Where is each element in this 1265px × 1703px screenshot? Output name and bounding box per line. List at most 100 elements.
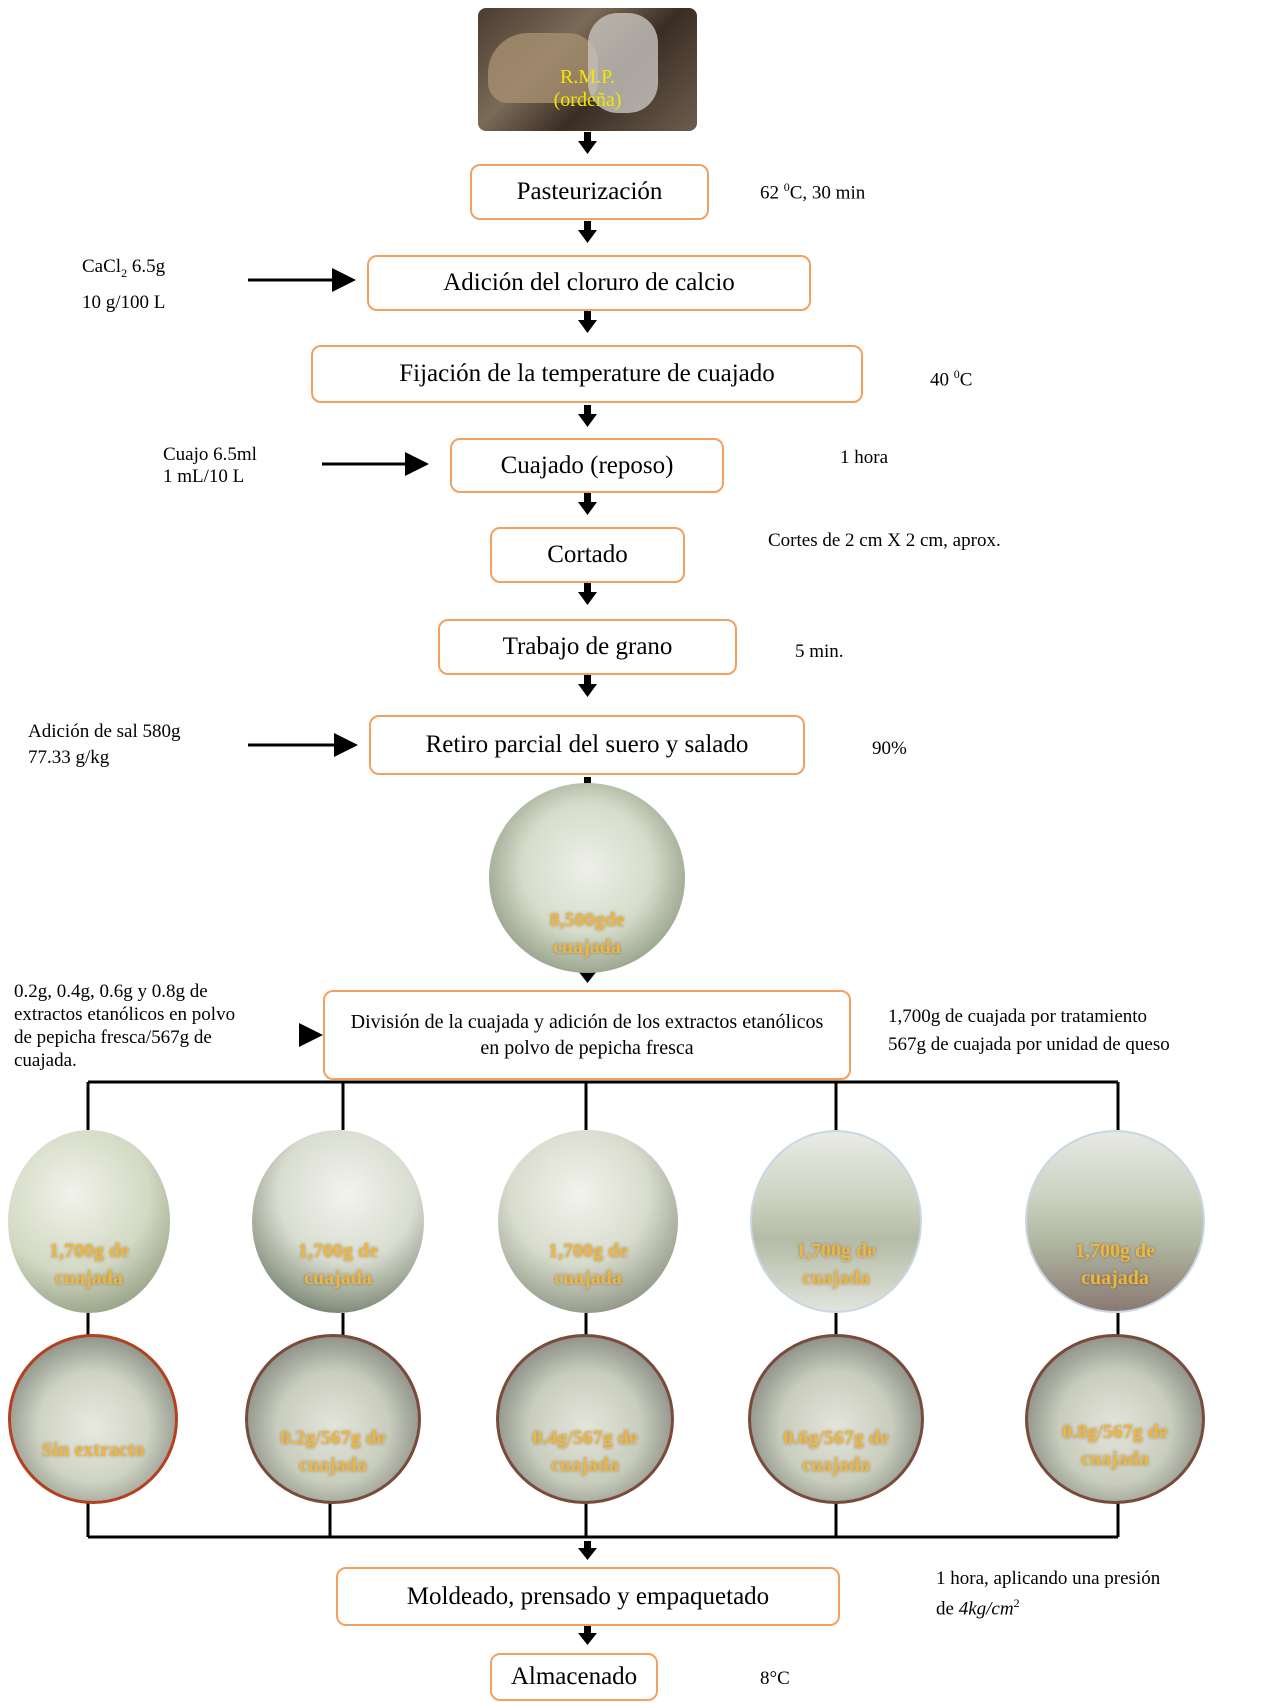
branch-curd-photo: 1,700g de cuajada [252, 1130, 424, 1313]
source-label-line1: R.M.P. [478, 66, 697, 89]
branch-curd-label: 1,700g de cuajada [752, 1238, 920, 1292]
down-arrow [584, 583, 591, 593]
cheese-photo: 0.8g/567g de cuajada [1025, 1334, 1205, 1504]
note-division: 1,700g de cuajada por tratamiento 567g d… [888, 1005, 1170, 1057]
curd-total-line1: 8,500gde [489, 907, 685, 934]
note-line: 77.33 g/kg [28, 745, 181, 771]
note-line: Adición de sal 580g [28, 719, 181, 745]
branch-curd-line1: 1,700g de [252, 1238, 424, 1265]
note-line: 0.2g, 0.4g, 0.6g y 0.8g de [14, 980, 235, 1003]
pressure-prefix: de [936, 1598, 959, 1619]
note-pasteurizacion: 62 0C, 30 min [760, 175, 865, 205]
down-arrow [578, 141, 597, 154]
cheese-line2: cuajada [499, 1452, 671, 1479]
source-label: R.M.P. (ordeña) [478, 66, 697, 112]
branch-curd-line2: cuajada [1027, 1265, 1203, 1292]
note-extractos: 0.2g, 0.4g, 0.6g y 0.8g de extractos eta… [14, 980, 235, 1072]
down-arrow [584, 221, 591, 231]
note-line: 1 mL/10 L [163, 466, 257, 488]
step-cortado: Cortado [490, 527, 685, 583]
note-temp-value: 40 [930, 369, 949, 390]
cacl-formula: CaCl [82, 256, 121, 277]
note-almacenado: 8°C [760, 1667, 790, 1691]
step-label: Cortado [547, 541, 628, 569]
branch-curd-line1: 1,700g de [498, 1238, 678, 1265]
step-moldeado: Moldeado, prensado y empaquetado [336, 1567, 840, 1626]
step-cloruro: Adición del cloruro de calcio [367, 255, 811, 311]
note-temperatura: 40 0C [930, 362, 972, 392]
cheese-photo: 0.2g/567g de cuajada [245, 1334, 421, 1504]
down-arrow [578, 1548, 597, 1560]
down-arrow [584, 493, 591, 503]
branch-curd-photo: 1,700g de cuajada [1025, 1130, 1205, 1313]
milking-photo: R.M.P. (ordeña) [478, 8, 697, 131]
step-grano: Trabajo de grano [438, 619, 737, 675]
down-arrow [578, 684, 597, 697]
note-temp-value: 62 [760, 182, 779, 203]
branch-curd-line2: cuajada [252, 1265, 424, 1292]
branch-curd-photo: 1,700g de cuajada [8, 1130, 170, 1313]
step-label: Fijación de la temperature de cuajado [399, 360, 775, 388]
down-arrow [578, 502, 597, 515]
cheese-line2: cuajada [248, 1452, 418, 1479]
cheese-label: 0.2g/567g de cuajada [248, 1425, 418, 1479]
cheese-line1: 0.4g/567g de [499, 1425, 671, 1452]
down-arrow [584, 405, 591, 415]
cheese-label: Sin extracto [11, 1437, 175, 1464]
pressure-sup: 2 [1014, 1596, 1020, 1610]
step-label: Pasteurización [517, 178, 663, 206]
curd-total-photo: 8,500gde cuajada [489, 783, 685, 973]
branch-curd-line1: 1,700g de [752, 1238, 920, 1265]
note-line: cuajada. [14, 1049, 235, 1072]
cheese-label: 0.4g/567g de cuajada [499, 1425, 671, 1479]
step-pasteurizacion: Pasteurización [470, 164, 709, 220]
branch-curd-line1: 1,700g de [8, 1238, 170, 1265]
branch-curd-line2: cuajada [752, 1265, 920, 1292]
cheese-line1: 0.2g/567g de [248, 1425, 418, 1452]
down-arrow [578, 320, 597, 333]
down-arrow [578, 592, 597, 605]
note-retiro: 90% [872, 737, 907, 761]
down-arrow [584, 311, 591, 321]
step-label: Retiro parcial del suero y salado [426, 731, 749, 759]
note-cuajado: 1 hora [840, 446, 888, 470]
note-line-pressure: de 4kg/cm2 [936, 1591, 1160, 1621]
branch-curd-label: 1,700g de cuajada [252, 1238, 424, 1292]
note-cortado: Cortes de 2 cm X 2 cm, aprox. [768, 529, 1001, 553]
branch-curd-line2: cuajada [8, 1265, 170, 1292]
cheese-line2: cuajada [751, 1452, 921, 1479]
source-label-line2: (ordeña) [478, 89, 697, 112]
down-arrow [578, 414, 597, 427]
note-grano: 5 min. [795, 640, 844, 664]
note-moldeado: 1 hora, aplicando una presión de 4kg/cm2 [936, 1567, 1160, 1621]
step-label: Moldeado, prensado y empaquetado [407, 1583, 769, 1611]
down-arrow [584, 132, 591, 142]
cheese-label: 0.8g/567g de cuajada [1028, 1419, 1202, 1473]
branch-curd-photo: 1,700g de cuajada [498, 1130, 678, 1313]
note-line: 1,700g de cuajada por tratamiento [888, 1005, 1170, 1029]
note-line: CaCl2 6.5g [82, 252, 165, 288]
branch-curd-line2: cuajada [498, 1265, 678, 1292]
note-line: 567g de cuajada por unidad de queso [888, 1033, 1170, 1057]
pressure-math: 4kg/cm [959, 1598, 1014, 1619]
note-cuajo: Cuajo 6.5ml 1 mL/10 L [163, 444, 257, 488]
note-line: 1 hora, aplicando una presión [936, 1567, 1160, 1591]
step-label: Adición del cloruro de calcio [443, 269, 735, 297]
cheese-line1: Sin extracto [11, 1437, 175, 1464]
step-division: División de la cuajada y adición de los … [323, 990, 851, 1080]
down-arrow [578, 230, 597, 243]
cheese-photo: 0.4g/567g de cuajada [496, 1334, 674, 1504]
note-line: de pepicha fresca/567g de [14, 1026, 235, 1049]
step-cuajado: Cuajado (reposo) [450, 438, 724, 493]
note-temp-rest: C, 30 min [790, 182, 865, 203]
down-arrow [578, 1633, 597, 1645]
cheese-photo: 0.6g/567g de cuajada [748, 1334, 924, 1504]
cheese-line1: 0.8g/567g de [1028, 1419, 1202, 1446]
branch-curd-label: 1,700g de cuajada [1027, 1238, 1203, 1292]
note-line: Cuajo 6.5ml [163, 444, 257, 466]
branch-curd-label: 1,700g de cuajada [498, 1238, 678, 1292]
curd-total-line2: cuajada [489, 934, 685, 961]
branch-curd-photo: 1,700g de cuajada [750, 1130, 922, 1313]
down-arrow [584, 1626, 591, 1634]
step-almacenado: Almacenado [490, 1653, 658, 1701]
